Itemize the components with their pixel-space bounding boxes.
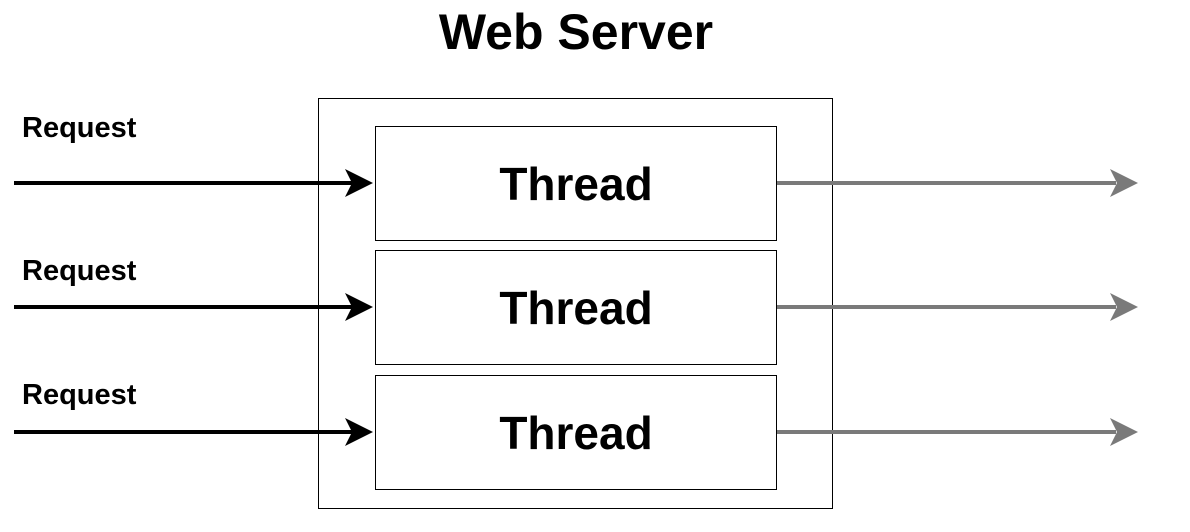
request-arrow-1 xyxy=(14,169,373,197)
response-arrow-2 xyxy=(777,293,1138,321)
request-arrow-2 xyxy=(14,293,373,321)
web-server-box xyxy=(318,98,833,509)
diagram-title: Web Server xyxy=(438,4,714,60)
request-label-3: Request xyxy=(22,379,137,411)
request-arrow-3 xyxy=(14,418,373,446)
response-arrow-1 xyxy=(777,169,1138,197)
thread-box-2: Thread xyxy=(375,250,777,365)
thread-box-1: Thread xyxy=(375,126,777,241)
response-arrow-3 xyxy=(777,418,1138,446)
request-label-2: Request xyxy=(22,255,137,287)
request-label-1: Request xyxy=(22,112,137,144)
thread-box-3: Thread xyxy=(375,375,777,490)
